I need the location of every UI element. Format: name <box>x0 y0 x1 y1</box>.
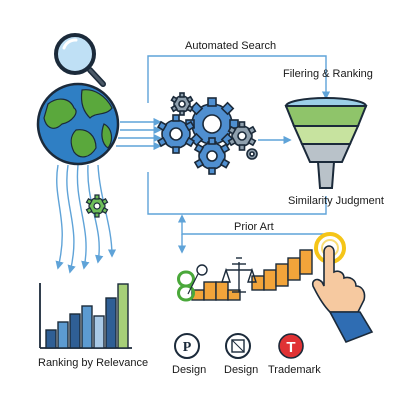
prior-art-label: Prior Art <box>234 221 274 233</box>
patent-p-icon: P <box>174 333 200 359</box>
ranking-by-relevance-label: Ranking by Relevance <box>38 357 149 369</box>
funnel-icon <box>284 97 368 189</box>
figure-eight-icon <box>177 264 208 302</box>
gear-top-left <box>170 92 194 116</box>
globe-icon <box>36 82 120 166</box>
gear-large <box>185 97 239 151</box>
gear-left <box>156 114 196 154</box>
design-frame-icon <box>225 333 251 359</box>
filtering-ranking-label: Filering & Ranking <box>283 68 373 80</box>
gear-tiny <box>246 148 258 160</box>
feedback-line <box>147 172 327 215</box>
trademark-t-icon: T <box>278 333 304 359</box>
similarity-judgment-label: Similarity Judgment <box>288 195 384 207</box>
gear-right <box>227 121 257 151</box>
svg-text:T: T <box>286 339 295 356</box>
gears-icon <box>156 92 258 175</box>
svg-text:P: P <box>183 340 192 355</box>
automated-search-label: Automated Search <box>185 40 277 52</box>
small-gear-icon <box>85 194 109 218</box>
trademark-label: Trademark <box>268 364 321 376</box>
stairs-icon <box>191 249 313 301</box>
flow-wave-1 <box>55 164 64 270</box>
bar-chart-icon <box>39 283 132 349</box>
automated-search-arrow <box>147 55 331 103</box>
scale-icon <box>221 257 257 293</box>
flow-wave-3 <box>76 164 90 270</box>
magnifier-icon <box>54 33 106 87</box>
gear-bottom <box>193 137 231 175</box>
design-label-1: Design <box>172 364 207 376</box>
flow-wave-2 <box>66 164 76 274</box>
hand-pointer-icon <box>311 245 374 344</box>
design-label-2: Design <box>224 364 259 376</box>
